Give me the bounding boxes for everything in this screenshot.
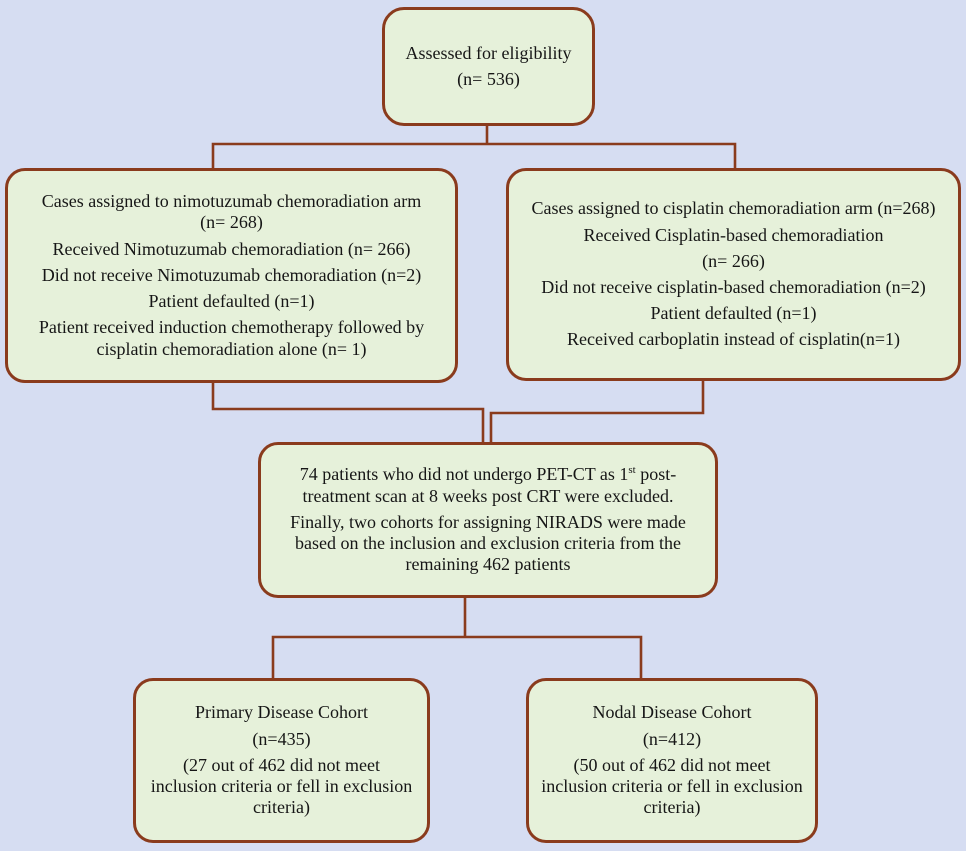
node-text-part: 74 patients who did not undergo PET-CT a… (299, 464, 629, 485)
node-text: Received Nimotuzumab chemoradiation (n= … (52, 238, 411, 259)
node-cisplatin-arm: Cases assigned to cisplatin chemoradiati… (506, 168, 961, 381)
connector-left-merge (211, 382, 485, 443)
node-count: (n= 536) (457, 69, 520, 89)
node-text: Cases assigned to nimotuzumab chemoradia… (41, 191, 422, 233)
node-text: Patient defaulted (n=1) (148, 291, 315, 312)
node-nodal-disease-cohort: Nodal Disease Cohort (n=412) (50 out of … (526, 678, 818, 843)
node-text: Patient defaulted (n=1) (650, 303, 817, 324)
node-text: Received carboplatin instead of cisplati… (566, 329, 901, 350)
node-count: (n=435) (252, 728, 311, 749)
node-title: Primary Disease Cohort (195, 702, 368, 723)
node-text: 74 patients who did not undergo PET-CT a… (275, 464, 701, 506)
ordinal-superscript: st (628, 464, 636, 477)
node-nimotuzumab-arm: Cases assigned to nimotuzumab chemoradia… (5, 168, 458, 383)
node-text: Cases assigned to cisplatin chemoradiati… (531, 198, 936, 219)
connector-right-merge (489, 380, 705, 443)
connector-bottom-split (271, 597, 643, 679)
node-title: Nodal Disease Cohort (592, 702, 752, 723)
node-text-part: post-treatment scan at 8 weeks post CRT … (302, 464, 677, 506)
node-text: (27 out of 462 did not meet inclusion cr… (150, 754, 413, 818)
node-primary-disease-cohort: Primary Disease Cohort (n=435) (27 out o… (133, 678, 430, 843)
node-count: (n= 266) (702, 250, 765, 271)
node-text: Did not receive cisplatin-based chemorad… (541, 277, 926, 297)
node-count: (n=412) (642, 728, 702, 749)
node-text: Received Cisplatin-based chemoradiation (583, 224, 884, 245)
connector-top-split (211, 126, 737, 169)
node-text: Did not receive Nimotuzumab chemoradiati… (41, 264, 422, 285)
node-assessed-for-eligibility: Assessed for eligibility (n= 536) (382, 7, 595, 126)
node-text: Finally, two cohorts for assigning NIRAD… (290, 511, 686, 575)
node-text: (50 out of 462 did not meet inclusion cr… (541, 754, 803, 818)
node-petct-exclusion: 74 patients who did not undergo PET-CT a… (258, 442, 718, 598)
node-text: Assessed for eligibility (405, 42, 572, 63)
node-text: Patient received induction chemotherapy … (38, 317, 425, 359)
